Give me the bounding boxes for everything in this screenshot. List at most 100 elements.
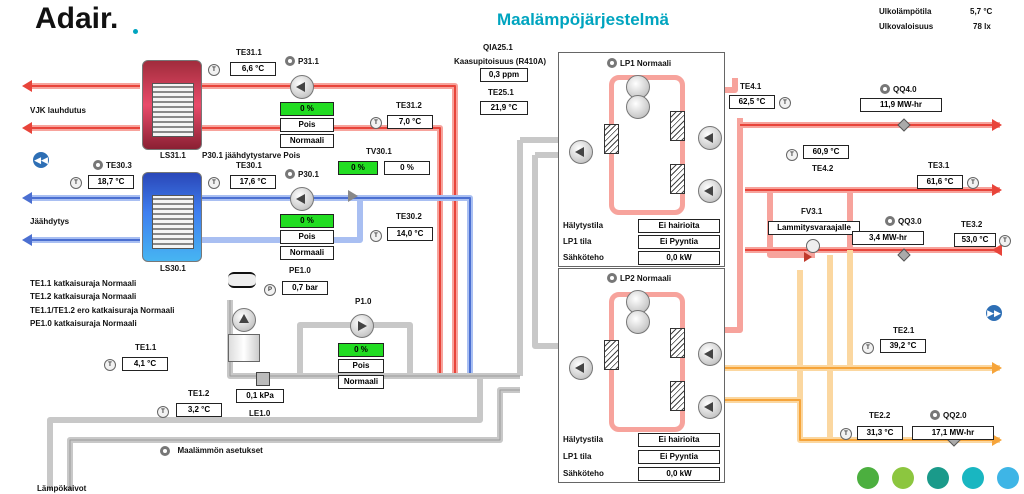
lp2-state-label: LP1 tila bbox=[563, 452, 592, 461]
pump-icon[interactable] bbox=[698, 395, 722, 419]
qia-tag: QIA25.1 bbox=[483, 43, 513, 52]
lp1-title: LP1 Normaali bbox=[620, 59, 672, 68]
te303-tag: TE30.3 bbox=[106, 161, 132, 170]
thermometer-icon: T bbox=[967, 177, 979, 189]
outdoor-temp-label: Ulkolämpötila bbox=[879, 7, 932, 16]
pump-p311-icon[interactable] bbox=[290, 75, 314, 99]
settings-gear-icon[interactable] bbox=[885, 216, 895, 226]
evaporator-icon bbox=[604, 124, 619, 154]
p10-tag: P1.0 bbox=[355, 297, 372, 306]
cooling-demand-label: P30.1 jäähdytystarve Pois bbox=[202, 151, 301, 160]
te41-value: 62,5 °C bbox=[729, 95, 775, 109]
lp1-state-value: Ei Pyyntia bbox=[638, 235, 720, 249]
pump-icon[interactable] bbox=[569, 356, 593, 380]
thermometer-icon: T bbox=[157, 406, 169, 418]
qq20-value: 17,1 MW-hr bbox=[912, 426, 994, 440]
vjk-line-label: VJK lauhdutus bbox=[30, 106, 87, 115]
cooling-line-label: Jäähdytys bbox=[30, 217, 70, 226]
valve-icon[interactable] bbox=[348, 190, 358, 202]
te22-tag: TE2.2 bbox=[869, 411, 891, 420]
lp2-state-value: Ei Pyyntia bbox=[638, 450, 720, 464]
outdoor-light-value: 78 lx bbox=[973, 22, 991, 31]
te302-value: 14,0 °C bbox=[387, 227, 433, 241]
lp2-power-value: 0,0 kW bbox=[638, 467, 720, 481]
page-dot-button[interactable] bbox=[997, 467, 1019, 489]
tank-ls31[interactable] bbox=[142, 60, 202, 150]
page-dot-button[interactable] bbox=[857, 467, 879, 489]
p301-speed: 0 % bbox=[280, 214, 334, 228]
qq40-tag: QQ4.0 bbox=[893, 85, 917, 94]
te301-tag: TE30.1 bbox=[236, 161, 262, 170]
pressure-gauge-icon: P bbox=[264, 284, 276, 296]
settings-gear-icon[interactable] bbox=[880, 84, 890, 94]
thermometer-icon: T bbox=[370, 230, 382, 242]
p311-tag: P31.1 bbox=[298, 57, 319, 66]
qq30-value: 3,4 MW-hr bbox=[852, 231, 924, 245]
te11-tag: TE1.1 bbox=[135, 343, 157, 352]
page-dot-button[interactable] bbox=[927, 467, 949, 489]
nav-prev-button[interactable]: ◀◀ bbox=[33, 152, 49, 168]
settings-gear-icon bbox=[160, 445, 170, 456]
page-title: Maalämpöjärjestelmä bbox=[497, 10, 669, 29]
p301-mode[interactable]: Normaali bbox=[280, 246, 334, 260]
p311-mode[interactable]: Normaali bbox=[280, 134, 334, 148]
te31-tag: TE3.1 bbox=[928, 161, 950, 170]
te302-tag: TE30.2 bbox=[396, 212, 422, 221]
thermometer-icon: T bbox=[862, 342, 874, 354]
le10-value: 0,1 kPa bbox=[236, 389, 284, 403]
qq40-value: 11,9 MW-hr bbox=[860, 98, 942, 112]
te21-tag: TE2.1 bbox=[893, 326, 915, 335]
te311-value: 6,6 °C bbox=[230, 62, 276, 76]
p301-state: Pois bbox=[280, 230, 334, 244]
thermometer-icon: T bbox=[208, 64, 220, 76]
pump-icon[interactable] bbox=[698, 179, 722, 203]
pump-icon[interactable] bbox=[698, 126, 722, 150]
filling-tank-icon bbox=[228, 334, 260, 362]
te251-value: 21,9 °C bbox=[480, 101, 528, 115]
te42-tag: TE4.2 bbox=[812, 164, 834, 173]
fv31-tag: FV3.1 bbox=[801, 207, 823, 216]
settings-gear-icon[interactable] bbox=[607, 273, 617, 283]
settings-gear-icon[interactable] bbox=[607, 58, 617, 68]
lp1-state-label: LP1 tila bbox=[563, 237, 592, 246]
alarm-status-4: PE1.0 katkaisuraja Normaali bbox=[30, 319, 137, 328]
boreholes-label: Lämpökaivot bbox=[37, 484, 87, 493]
compressor-icon bbox=[626, 310, 650, 334]
logo: Adair. bbox=[35, 2, 119, 35]
pump-icon[interactable] bbox=[698, 342, 722, 366]
page-dot-button[interactable] bbox=[962, 467, 984, 489]
evaporator-icon bbox=[604, 340, 619, 370]
qia-sub: Kaasupitoisuus (R410A) bbox=[454, 57, 547, 66]
fv31-value[interactable]: Lammitysvaraajalle bbox=[768, 221, 860, 235]
tank-ls30-label: LS30.1 bbox=[160, 264, 186, 273]
settings-gear-icon[interactable] bbox=[93, 160, 103, 170]
lp2-title: LP2 Normaali bbox=[620, 274, 672, 283]
p10-speed: 0 % bbox=[338, 343, 384, 357]
settings-gear-icon[interactable] bbox=[285, 56, 295, 66]
lp2-alarm-value: Ei hairioita bbox=[638, 433, 720, 447]
p311-state: Pois bbox=[280, 118, 334, 132]
lp2-power-label: Sähköteho bbox=[563, 469, 604, 478]
page-dot-button[interactable] bbox=[892, 467, 914, 489]
nav-next-button[interactable]: ▶▶ bbox=[986, 305, 1002, 321]
lp1-refrigerant-loop bbox=[609, 75, 685, 215]
pump-p10-icon[interactable] bbox=[350, 314, 374, 338]
tv301-tag: TV30.1 bbox=[366, 147, 392, 156]
ground-heat-settings-link[interactable]: Maalämmön asetukset bbox=[160, 442, 263, 460]
settings-gear-icon[interactable] bbox=[930, 410, 940, 420]
logo-dot-icon bbox=[133, 29, 138, 34]
lp1-alarm-value: Ei hairioita bbox=[638, 219, 720, 233]
tank-ls30[interactable] bbox=[142, 172, 202, 262]
compressor-icon bbox=[626, 95, 650, 119]
valve-actuator-icon[interactable] bbox=[806, 239, 820, 253]
thermometer-icon: T bbox=[786, 149, 798, 161]
settings-gear-icon[interactable] bbox=[285, 169, 295, 179]
pump-icon[interactable] bbox=[569, 140, 593, 164]
te301-value: 17,6 °C bbox=[230, 175, 276, 189]
thermometer-icon: T bbox=[370, 117, 382, 129]
filling-pump-icon[interactable] bbox=[232, 308, 256, 332]
p10-mode[interactable]: Normaali bbox=[338, 375, 384, 389]
thermometer-icon: T bbox=[779, 97, 791, 109]
thermometer-icon: T bbox=[840, 428, 852, 440]
pump-p301-icon[interactable] bbox=[290, 187, 314, 211]
